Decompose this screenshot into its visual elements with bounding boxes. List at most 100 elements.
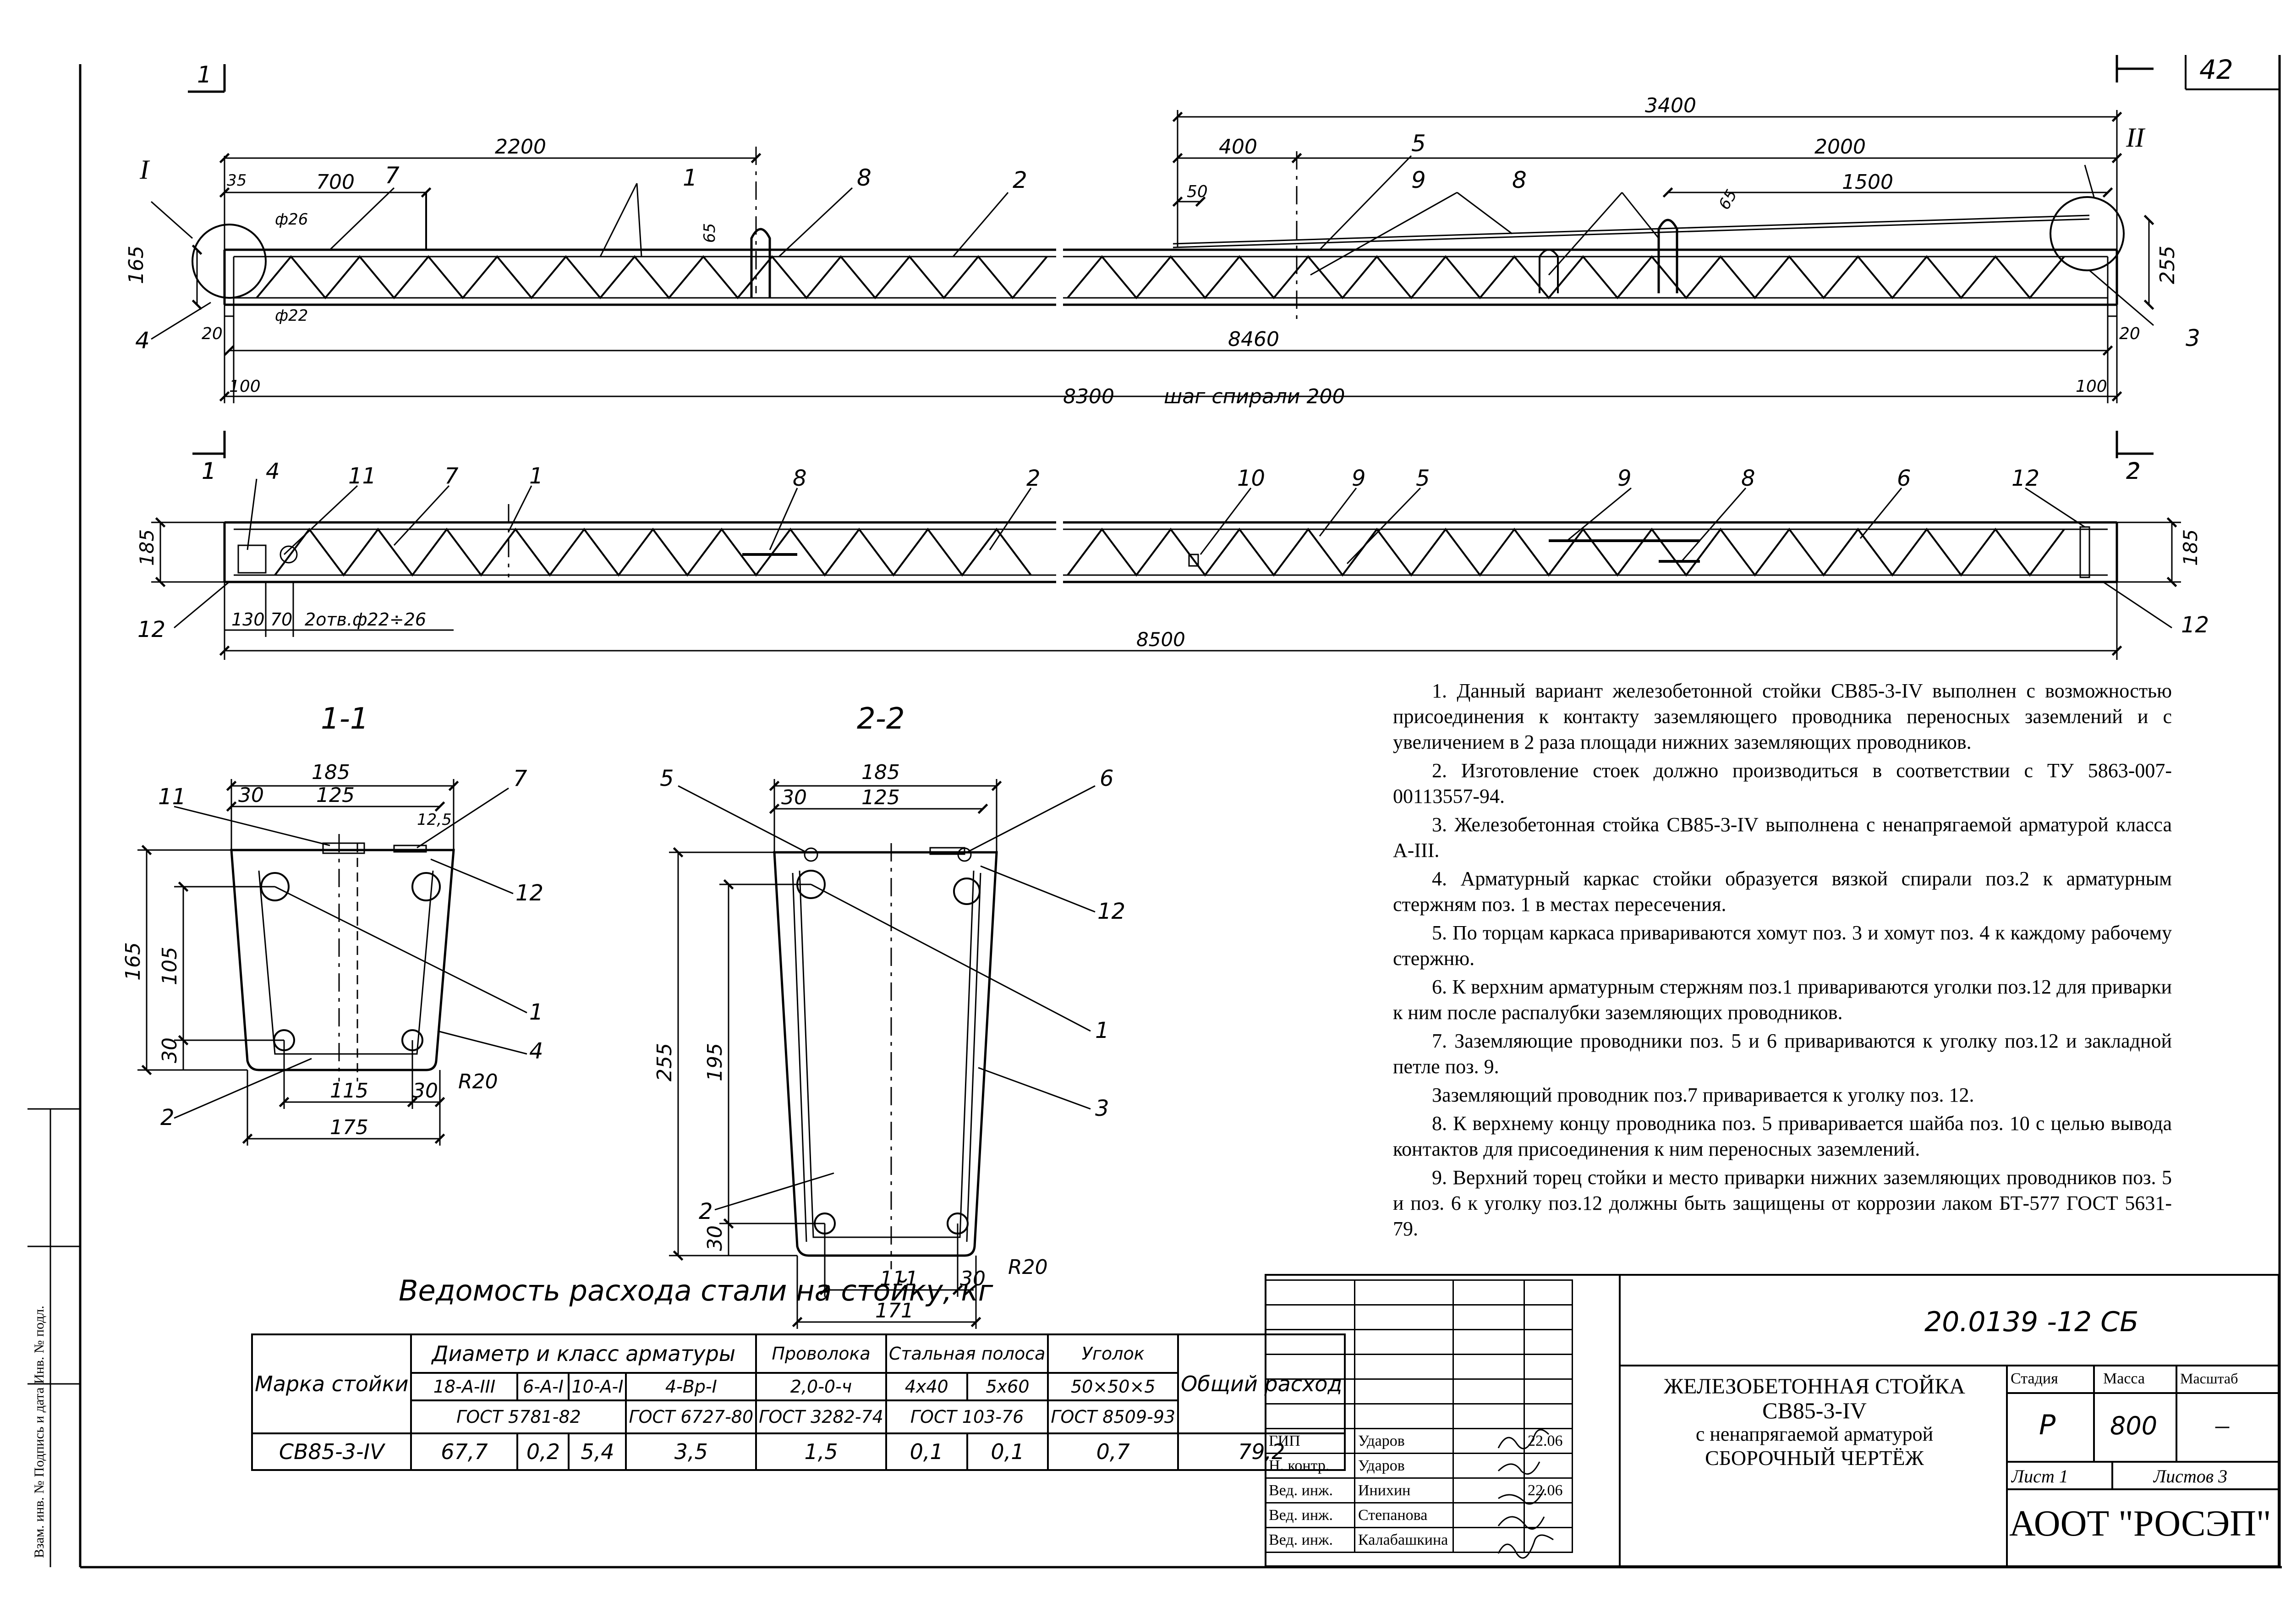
svg-text:12: 12 xyxy=(515,880,543,906)
svg-text:9: 9 xyxy=(1411,167,1426,193)
svg-text:9: 9 xyxy=(1617,466,1632,491)
svg-text:185: 185 xyxy=(861,761,900,784)
svg-text:4: 4 xyxy=(266,459,280,484)
svg-text:50: 50 xyxy=(1187,182,1208,201)
svg-text:1: 1 xyxy=(202,459,216,484)
svg-text:5: 5 xyxy=(1416,466,1430,491)
bottom-callouts: 1 4 11 7 1 8 2 12 10 9 5 9 8 6 12 2 12 xyxy=(137,459,2209,642)
sheet-number: Лист 1 xyxy=(2011,1466,2068,1487)
top-callouts: 1 1 I 7 1 8 2 4 5 9 8 II 3 2 xyxy=(135,61,2200,484)
sig-date xyxy=(1524,1502,1573,1528)
sig-name: Инихин xyxy=(1354,1477,1454,1503)
steel-cell: 67,7 xyxy=(410,1432,519,1471)
svg-text:185: 185 xyxy=(2179,529,2202,566)
svg-text:12,5: 12,5 xyxy=(417,811,452,829)
steel-gost-2: ГОСТ 6727-80 xyxy=(625,1399,757,1434)
sig-signature xyxy=(1452,1477,1525,1503)
svg-text:2: 2 xyxy=(699,1199,713,1224)
svg-text:130: 130 xyxy=(231,609,265,630)
svg-text:65: 65 xyxy=(701,223,719,243)
section-marker-2 xyxy=(2116,55,2154,458)
sig-name: Ударов xyxy=(1354,1428,1454,1454)
svg-text:30: 30 xyxy=(412,1079,438,1103)
svg-text:8300: 8300 xyxy=(1063,385,1114,408)
section-2-2: 2-2 xyxy=(669,702,1096,1329)
table-row: СВ85-3-IV 67,7 0,2 5,4 3,5 1,5 0,1 0,1 0… xyxy=(251,1432,1346,1471)
sig-date xyxy=(1524,1453,1573,1479)
conductor-5 xyxy=(1173,214,2090,245)
steel-col-strip-4: 4х40 xyxy=(885,1372,968,1401)
leaders-bottom xyxy=(174,478,2172,629)
dimension-lines-top xyxy=(192,110,2154,403)
signature-row: ГИП Ударов 22.06 xyxy=(1265,1428,1573,1454)
svg-text:2: 2 xyxy=(2126,459,2140,484)
svg-text:R20: R20 xyxy=(1008,1256,1048,1279)
title-line-4: СБОРОЧНЫЙ ЧЕРТЁЖ xyxy=(1705,1446,1924,1470)
svg-text:1: 1 xyxy=(197,61,212,88)
stage-header: Стадия xyxy=(2011,1370,2058,1387)
sig-signature xyxy=(1452,1502,1525,1528)
page-number: 42 xyxy=(2199,54,2233,85)
signature-table: ГИП Ударов 22.06 Н. контр. Ударов Вед. и… xyxy=(1265,1279,1573,1553)
svg-text:30: 30 xyxy=(238,784,264,807)
svg-text:185: 185 xyxy=(312,761,350,784)
svg-text:171: 171 xyxy=(875,1299,914,1322)
steel-col-rebar-6: 6-А-I xyxy=(516,1372,570,1401)
sig-date: 22.06 xyxy=(1524,1428,1573,1454)
svg-text:1500: 1500 xyxy=(1842,170,1893,194)
svg-text:R20: R20 xyxy=(458,1070,498,1093)
title-line-3: с ненапрягаемой арматурой xyxy=(1695,1423,1934,1445)
svg-text:195: 195 xyxy=(703,1043,727,1081)
svg-text:5: 5 xyxy=(1411,130,1426,157)
note-8: 8. К верхнему концу проводника поз. 5 пр… xyxy=(1393,1112,2172,1160)
sig-role: ГИП xyxy=(1265,1428,1355,1454)
svg-text:6: 6 xyxy=(1897,466,1911,491)
svg-text:70: 70 xyxy=(270,609,292,630)
svg-text:111: 111 xyxy=(880,1267,918,1290)
title-line-1: ЖЕЛЕЗОБЕТОННАЯ СТОЙКА xyxy=(1664,1374,1965,1399)
svg-text:1: 1 xyxy=(202,458,216,484)
detail-circle-I xyxy=(192,224,267,299)
svg-text:1: 1 xyxy=(529,463,543,489)
svg-text:100: 100 xyxy=(2076,377,2107,396)
steel-h-rebar: Диаметр и класс арматуры xyxy=(410,1333,757,1374)
svg-text:2000: 2000 xyxy=(1814,135,1866,159)
svg-text:165: 165 xyxy=(121,942,145,981)
svg-text:400: 400 xyxy=(1219,135,1257,159)
svg-text:8: 8 xyxy=(1741,466,1755,491)
scale-value: – xyxy=(2215,1410,2229,1440)
steel-cell: 1,5 xyxy=(755,1432,887,1471)
svg-text:3: 3 xyxy=(1095,1096,1109,1121)
svg-text:2200: 2200 xyxy=(495,135,546,159)
steel-cell: 5,4 xyxy=(568,1432,627,1471)
sig-signature xyxy=(1452,1453,1525,1479)
svg-text:11: 11 xyxy=(158,784,186,810)
svg-text:100: 100 xyxy=(229,377,261,396)
svg-text:9: 9 xyxy=(1352,466,1366,491)
page-number-box: 42 xyxy=(2185,54,2280,90)
steel-col-wire: 2,0-0-ч xyxy=(755,1372,887,1401)
svg-text:185: 185 xyxy=(136,529,158,566)
sig-date xyxy=(1524,1527,1573,1553)
lifting-loop xyxy=(750,228,771,298)
stage-value: Р xyxy=(2039,1409,2056,1441)
signature-row: Вед. инж. Степанова xyxy=(1265,1502,1573,1528)
svg-text:30: 30 xyxy=(703,1225,727,1251)
steel-h-wire: Проволока xyxy=(755,1333,887,1374)
bottom-dim-labels: 185 185 130 70 2отв.ф22÷26 8500 xyxy=(136,529,2202,651)
lifting-loop xyxy=(1539,249,1559,293)
steel-col-angle: 50×50×5 xyxy=(1047,1372,1179,1401)
svg-text:12: 12 xyxy=(137,617,165,642)
section-2-labels: 185 30 125 255 195 30 111 30 171 R20 5 6… xyxy=(653,761,1125,1322)
svg-text:12: 12 xyxy=(2181,612,2209,638)
svg-text:175: 175 xyxy=(330,1116,368,1139)
svg-text:7: 7 xyxy=(385,162,400,189)
steel-col-strip-5: 5х60 xyxy=(966,1372,1049,1401)
steel-cell: 3,5 xyxy=(625,1432,757,1471)
sig-signature xyxy=(1452,1428,1525,1454)
signature-row: Вед. инж. Калабашкина xyxy=(1265,1527,1573,1553)
note-1: 1. Данный вариант железобетонной стойки … xyxy=(1393,680,2172,753)
sheet-count: Листов 3 xyxy=(2154,1466,2228,1487)
svg-text:125: 125 xyxy=(861,786,900,809)
note-3: 3. Железобетонная стойка СВ85-3-IV выпол… xyxy=(1393,813,2172,861)
